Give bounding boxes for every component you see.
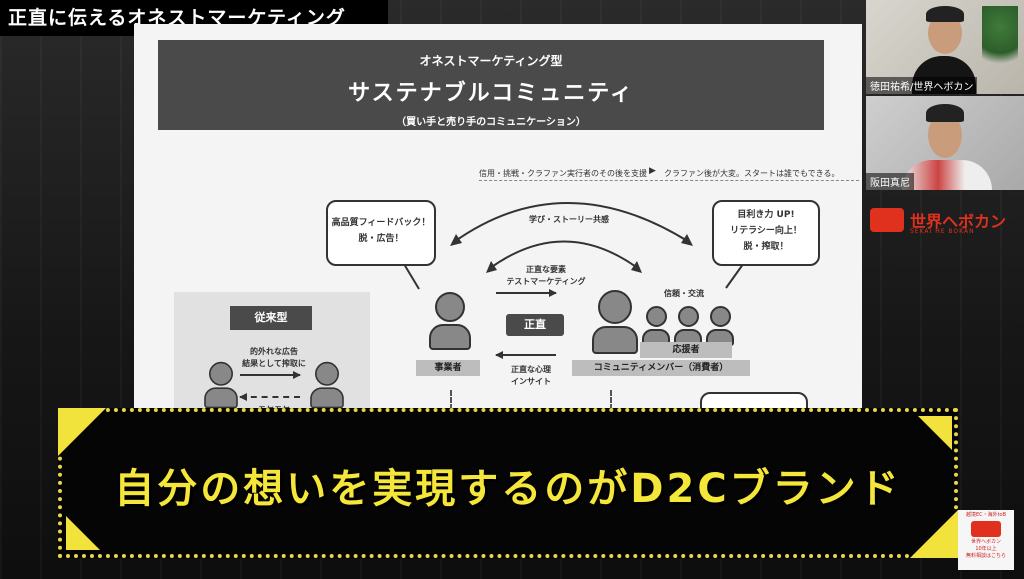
- slide-title: サステナブルコミュニティ: [348, 81, 634, 106]
- supporter-icon-1: [642, 306, 670, 346]
- caption-banner: 自分の想いを実現するのがD2Cブランド: [58, 408, 958, 558]
- note-left: 信用・挑戦・クラファン実行者のその後を支援: [479, 169, 647, 178]
- arc-top-head-right: [681, 234, 693, 246]
- supporter-label: 応援者: [640, 342, 732, 358]
- chat-bubble-icon: [870, 208, 904, 232]
- legacy-person-left-icon: [204, 361, 238, 409]
- business-person-icon: [429, 292, 471, 350]
- legacy-ad-arrow: [240, 371, 301, 379]
- community-label: コミュニティメンバー（消費者）: [572, 360, 750, 376]
- trust-label: 信頼・交流: [664, 289, 704, 298]
- arc-arrows: [403, 202, 747, 290]
- presentation-slide: オネストマーケティング型 サステナブルコミュニティ （買い手と売り手のコミュニケ…: [134, 24, 862, 424]
- promo-line-3: 10年以上: [975, 546, 997, 552]
- slide-note: （買い手と売り手のコミュニケーション）: [396, 117, 586, 128]
- bubble-left-line-2: 脱・広告！: [358, 234, 404, 244]
- legacy-label-2: 結果として搾取に: [242, 359, 306, 368]
- business-label: 事業者: [416, 360, 480, 376]
- arc-mid-label-2: テストマーケティング: [506, 277, 586, 286]
- insight-label-1: 正直な心理: [511, 365, 551, 374]
- promo-line-2: 世界ヘボカン: [970, 539, 1001, 545]
- arc-mid: [488, 240, 640, 270]
- honesty-box: 正直: [506, 314, 564, 336]
- participant-video-2: 阪田真尼: [866, 96, 1024, 190]
- supporter-icon-3: [706, 306, 734, 346]
- participant-name-2: 阪田真尼: [866, 173, 914, 190]
- logo-text: 世界ヘボカン: [910, 212, 1007, 231]
- insight-label-2: インサイト: [511, 377, 551, 386]
- arc-mid-label-1: 正直な要素: [526, 265, 566, 274]
- banner-corner-decor: [58, 408, 106, 456]
- promo-line-1: 越境EC・海外toB: [965, 512, 1007, 518]
- legacy-person-right-icon: [310, 361, 344, 409]
- legacy-return-arrow: [239, 393, 300, 401]
- banner-corner-decor: [918, 416, 952, 450]
- participant-name-1: 徳田祐希/世界ヘボカン: [866, 77, 978, 94]
- slide-subtitle: オネストマーケティング型: [419, 54, 563, 68]
- legacy-label-1: 的外れな広告: [250, 347, 298, 356]
- literacy-bubble: 目利き力 UP! リテラシー向上！ 脱・搾取！: [712, 200, 820, 266]
- banner-corner-decor: [66, 516, 100, 550]
- caption-text: 自分の想いを実現するのがD2Cブランド: [114, 466, 902, 512]
- arc-top-label: 学び・ストーリー共感: [529, 215, 609, 224]
- channel-logo: 世界ヘボカン SEKAI HE BOKAN: [870, 204, 1020, 238]
- supporter-icon-2: [674, 306, 702, 346]
- promo-logo-icon: [971, 521, 1001, 537]
- bubble-left-tail: [403, 263, 420, 290]
- note-divider: [479, 180, 859, 181]
- community-down-line: [610, 390, 612, 410]
- banner-corner-decor: [910, 510, 958, 558]
- promo-line-4: 無料相談はこちら: [965, 553, 1006, 559]
- logo-subtext: SEKAI HE BOKAN: [910, 228, 975, 235]
- bubble-right-line-3: 脱・搾取！: [743, 242, 789, 252]
- insight-arrow: [495, 351, 556, 359]
- legacy-title: 従来型: [230, 306, 312, 330]
- note-right: クラファン後が大変。スタートは誰でもできる。: [664, 169, 840, 178]
- arc-top: [453, 202, 690, 243]
- business-down-line: [450, 390, 452, 410]
- plant-decor: [982, 6, 1018, 76]
- promo-badge[interactable]: 越境EC・海外toB 世界ヘボカン 10年以上 無料相談はこちら: [958, 510, 1014, 570]
- feedback-bubble: 高品質フィードバック！ 脱・広告！: [326, 200, 436, 266]
- arc-mid-head-left: [486, 261, 497, 273]
- slide-header: オネストマーケティング型 サステナブルコミュニティ （買い手と売り手のコミュニケ…: [158, 40, 824, 130]
- bubble-left-line-1: 高品質フィードバック！: [331, 218, 431, 228]
- community-member-icon: [592, 290, 638, 354]
- marketing-arrow: [496, 289, 557, 297]
- bubble-right-line-1: 目利き力 UP!: [737, 210, 795, 220]
- participant-video-1: 徳田祐希/世界ヘボカン: [866, 0, 1024, 94]
- note-arrow-icon: ▶: [649, 166, 656, 176]
- arc-mid-head-right: [631, 261, 642, 273]
- bubble-right-line-2: リテラシー向上！: [730, 226, 802, 236]
- arc-top-head-left: [450, 234, 462, 246]
